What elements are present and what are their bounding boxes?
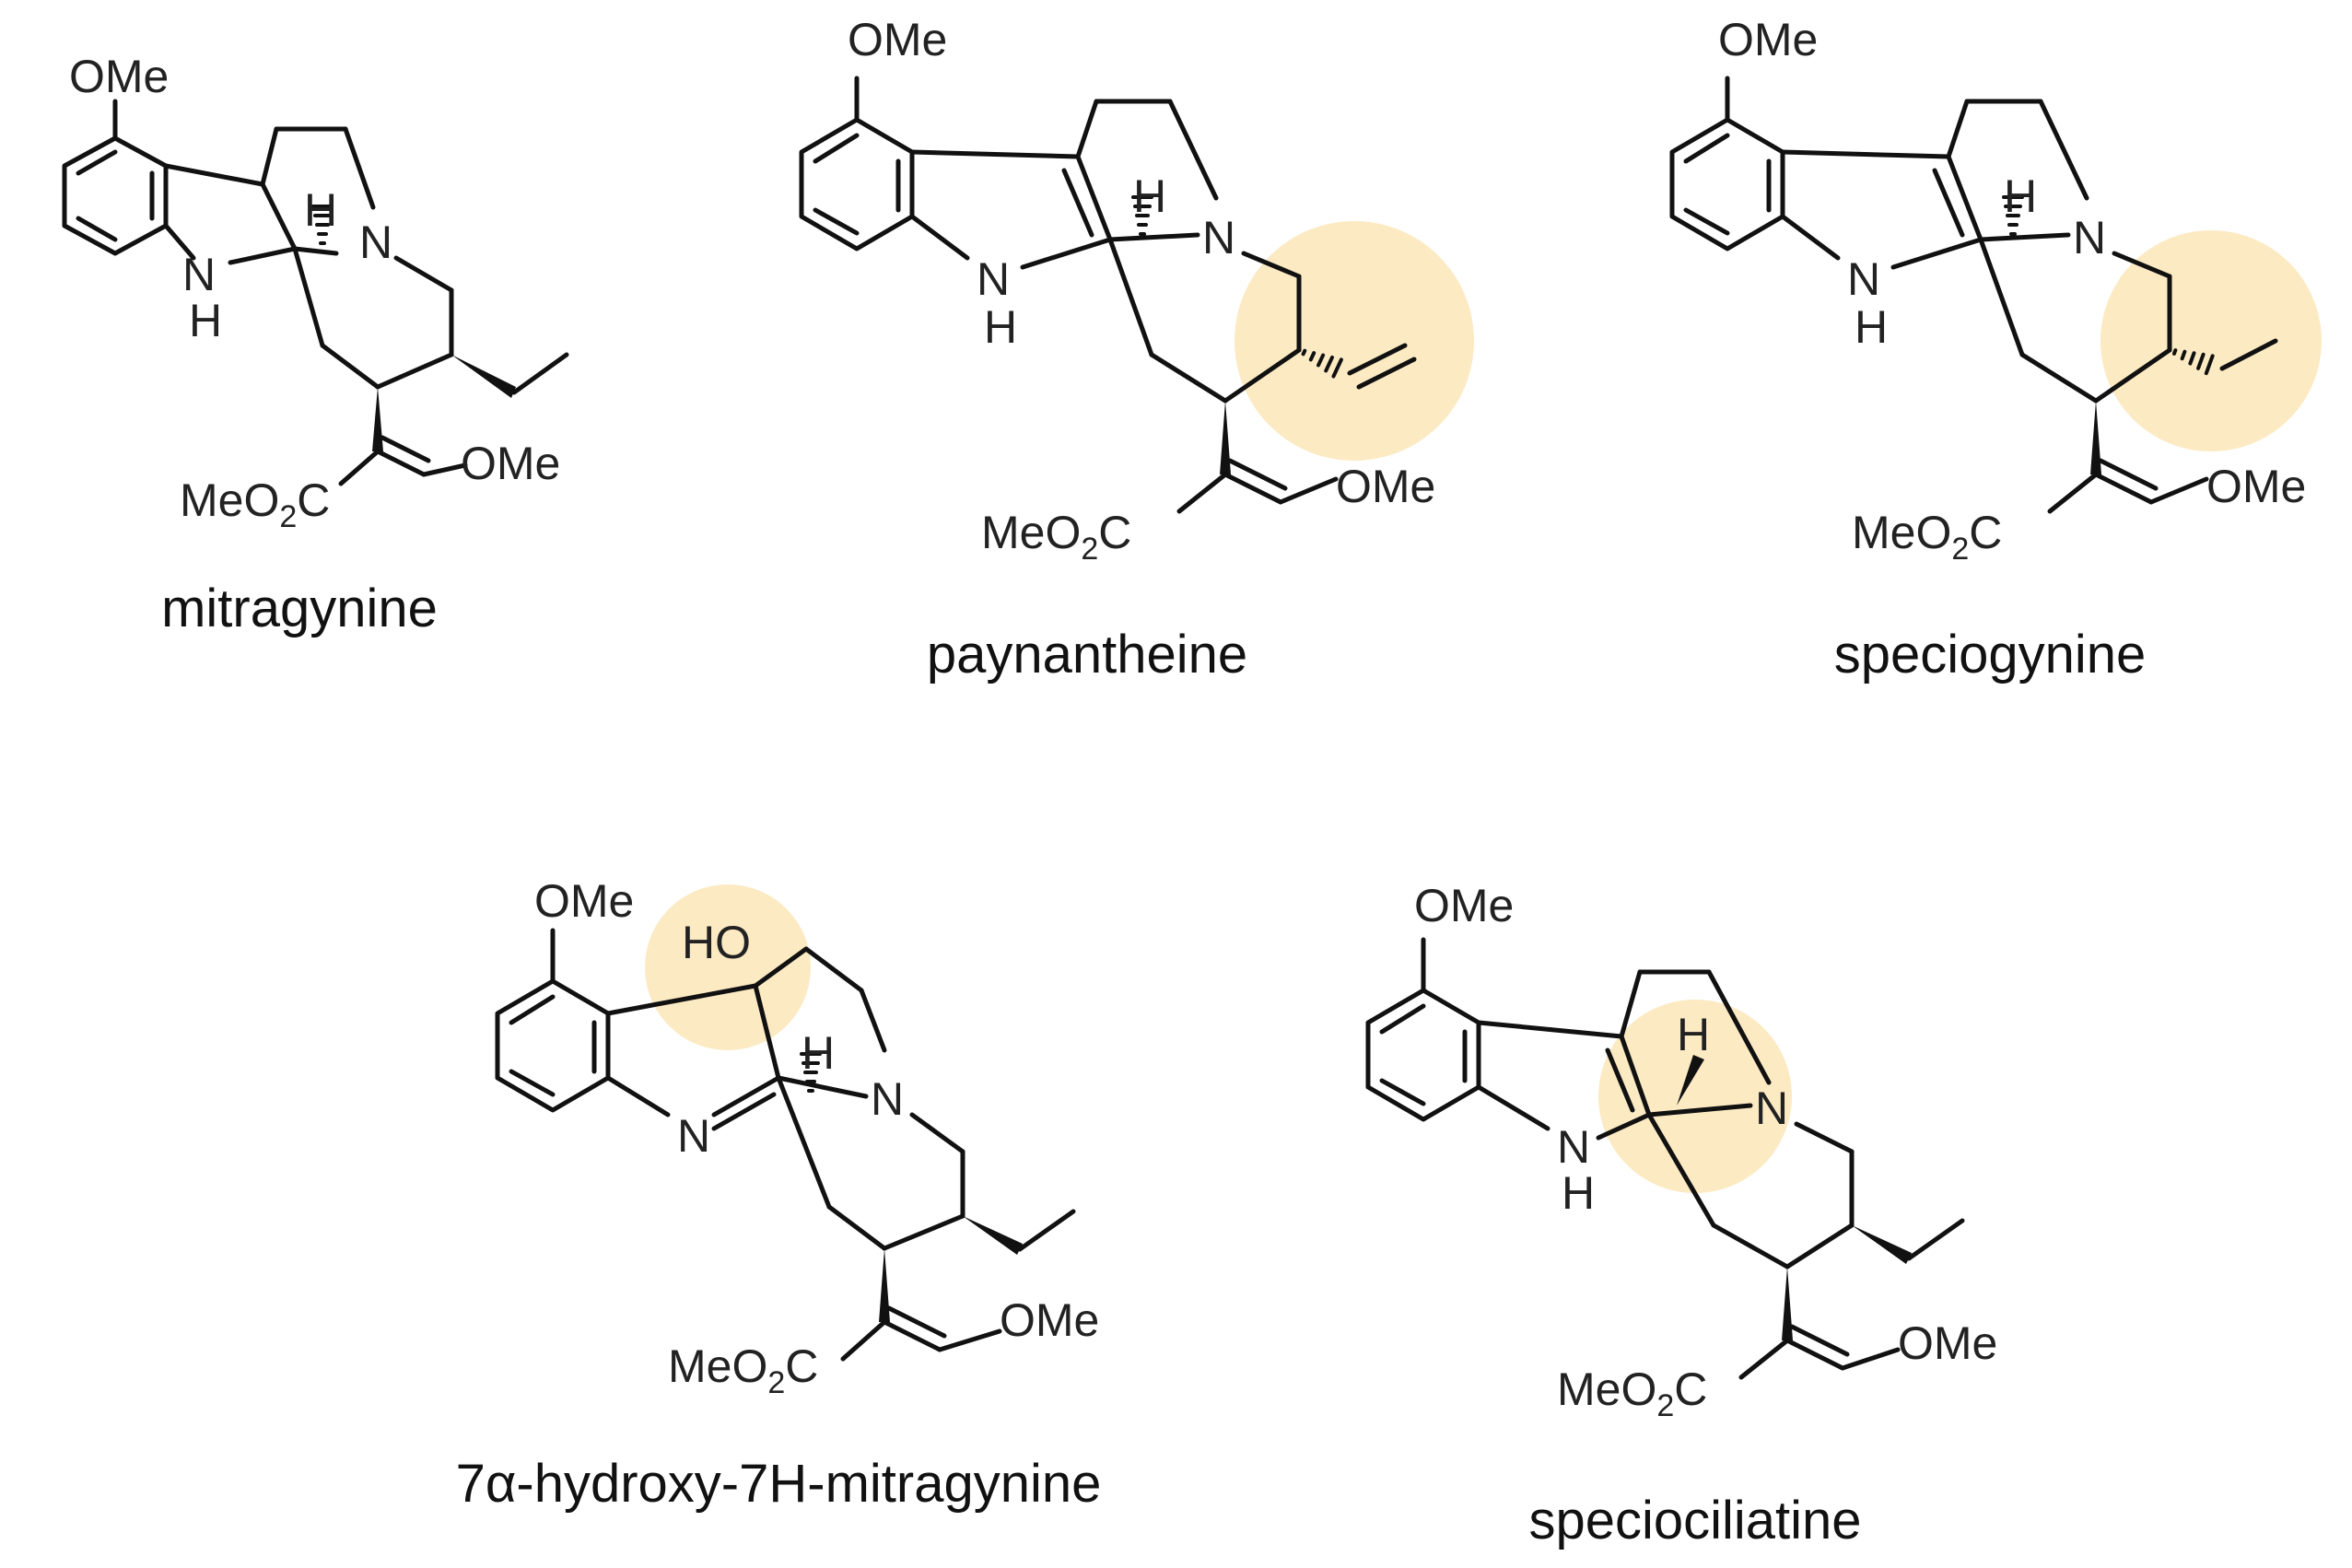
- compound-mitragynine: OMe N H N H OMe MeO2C mitragynine: [62, 51, 569, 638]
- compound-name: speciociliatine: [1528, 1491, 1861, 1550]
- n-label: N: [1755, 1082, 1788, 1134]
- enol-ome-label: OMe: [1000, 1294, 1099, 1346]
- ester-label: MeO2C: [981, 507, 1131, 567]
- compound-name: 7α-hydroxy-7H-mitragynine: [456, 1454, 1102, 1514]
- nh-h-label: H: [1855, 301, 1888, 353]
- h-label: H: [802, 1027, 835, 1079]
- nh-h-label: H: [984, 301, 1017, 353]
- n-label: N: [359, 216, 392, 268]
- nh-label: N: [1557, 1121, 1590, 1173]
- imine-n-label: N: [677, 1110, 710, 1162]
- nh-h-label: H: [189, 295, 222, 346]
- n-label: N: [1202, 212, 1235, 263]
- compound-speciogynine: OMe N H N H OMe MeO2C speciogynine: [1669, 14, 2322, 685]
- ester-label: MeO2C: [1557, 1363, 1707, 1423]
- n-label: N: [2073, 212, 2106, 263]
- nh-label: N: [182, 249, 216, 300]
- compound-speciociliatine: OMe N H N H OMe MeO2C speciociliatine: [1365, 880, 1997, 1550]
- compound-paynantheine: OMe N H N H OMe MeO2C paynantheine: [799, 14, 1474, 685]
- ho-label: HO: [682, 917, 751, 968]
- enol-ome-label: OMe: [1336, 461, 1435, 512]
- n-label: N: [871, 1073, 904, 1125]
- ome-label: OMe: [1718, 14, 1818, 65]
- enol-ome-label: OMe: [461, 438, 560, 489]
- compound-name: mitragynine: [161, 579, 438, 638]
- ester-label: MeO2C: [668, 1340, 818, 1400]
- ome-label: OMe: [69, 51, 169, 102]
- compound-7-hydroxy-mitragynine: OMe N HO N H OMe MeO2C 7α-hydroxy-7H-mit…: [456, 875, 1102, 1514]
- highlight-circle: [645, 884, 811, 1050]
- ome-label: OMe: [1414, 880, 1514, 931]
- highlight-circle: [1598, 1000, 1792, 1193]
- h-label: H: [1133, 170, 1166, 222]
- enol-ome-label: OMe: [1898, 1317, 1997, 1369]
- compound-name: speciogynine: [1834, 625, 2147, 685]
- h-label: H: [2004, 170, 2037, 222]
- highlight-circle: [2100, 230, 2322, 451]
- nh-label: N: [1847, 253, 1880, 305]
- enol-ome-label: OMe: [2206, 461, 2306, 512]
- ome-label: OMe: [848, 14, 947, 65]
- compound-name: paynantheine: [927, 625, 1247, 685]
- ome-label: OMe: [534, 875, 634, 927]
- h-label: H: [304, 184, 337, 236]
- h-label: H: [1677, 1009, 1710, 1060]
- ester-label: MeO2C: [1852, 507, 2002, 567]
- ester-label: MeO2C: [180, 474, 330, 534]
- highlight-circle: [1235, 221, 1474, 461]
- nh-label: N: [977, 253, 1010, 305]
- nh-h-label: H: [1562, 1167, 1595, 1219]
